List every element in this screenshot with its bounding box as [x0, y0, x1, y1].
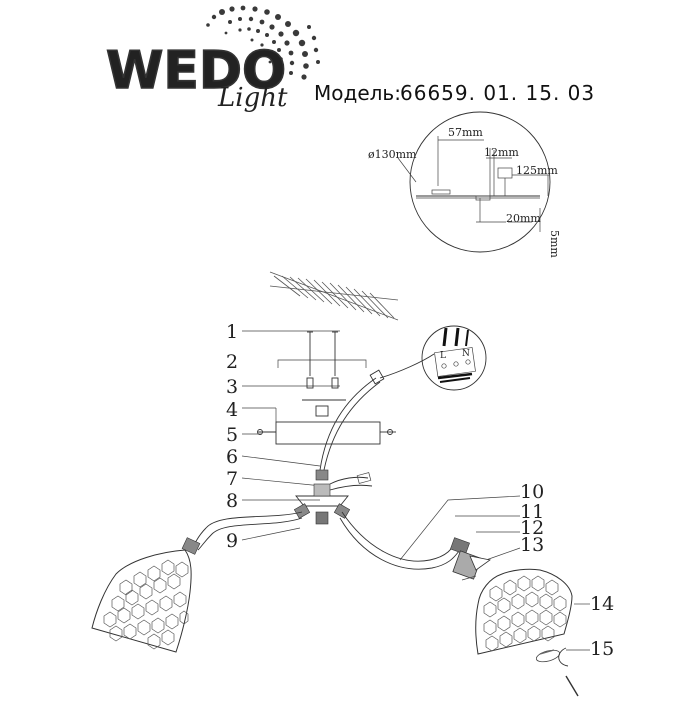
detail-circle — [409, 111, 551, 253]
callout-5: 5 — [226, 424, 238, 446]
dim-5: 5mm — [548, 230, 561, 258]
lamp-arms — [191, 511, 461, 570]
callout-9: 9 — [226, 530, 238, 552]
supply-wires — [319, 353, 435, 471]
dim-diameter: ø130mm — [368, 148, 417, 161]
callout-2: 2 — [226, 351, 238, 373]
model-number: 66659. 01. 15. 03 — [400, 81, 595, 105]
screw-left-icon — [257, 429, 276, 435]
callout-15: 15 — [590, 638, 614, 660]
right-socket — [450, 537, 491, 581]
dim-20: 20mm — [506, 212, 541, 225]
callout-7: 7 — [226, 468, 238, 490]
brand-logo: WEDO Light — [105, 5, 320, 113]
logo-brand: WEDO — [106, 41, 286, 101]
bulb-ring — [535, 647, 579, 697]
central-hub — [293, 469, 373, 525]
callout-8: 8 — [226, 490, 238, 512]
terminal-block-detail: L N — [421, 325, 487, 391]
terminal-n: N — [462, 349, 470, 359]
callout-4: 4 — [226, 399, 238, 421]
callout-13: 13 — [520, 534, 544, 556]
logo-swirl-icon — [206, 5, 320, 80]
callout-3: 3 — [226, 376, 238, 398]
dim-12: 12mm — [484, 146, 519, 159]
dim-57: 57mm — [448, 126, 483, 139]
callout-14: 14 — [590, 593, 614, 615]
callout-1: 1 — [226, 321, 238, 343]
callout-12: 12 — [520, 517, 544, 539]
terminal-l: L — [440, 351, 446, 361]
ceiling-bracket — [275, 421, 381, 445]
logo-sub: Light — [217, 83, 288, 113]
screw-right-icon — [380, 429, 396, 435]
callout-numbers: 1 2 3 4 5 6 7 8 9 10 11 12 13 14 15 — [226, 321, 614, 660]
right-glass-shade — [475, 568, 573, 655]
left-glass-shade — [91, 537, 201, 653]
callout-10: 10 — [520, 481, 544, 503]
callout-11: 11 — [520, 501, 544, 523]
mounting-hardware — [257, 331, 396, 445]
ceiling-hatch — [269, 271, 399, 321]
dim-125: 125mm — [516, 164, 558, 177]
callout-6: 6 — [226, 446, 238, 468]
mounting-plate-detail: ø130mm 57mm 12mm 125mm 20mm 5mm — [368, 111, 561, 258]
model-label: Модель: — [314, 81, 401, 105]
leader-lines — [241, 330, 590, 651]
